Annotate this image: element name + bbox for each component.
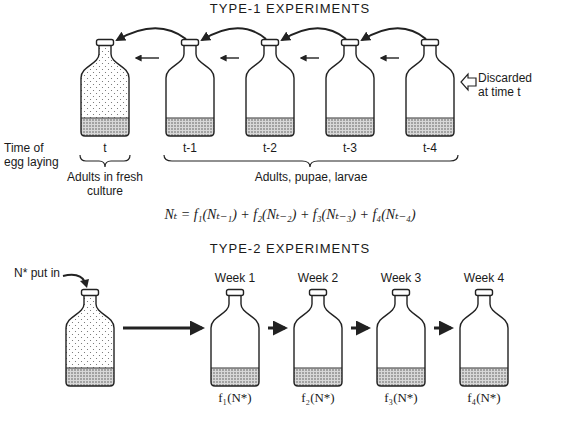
transfer-arrow [434, 328, 451, 329]
culture-bottle [207, 288, 263, 388]
bottle-label: t-4 [423, 141, 437, 155]
bottle-label: f₂(N*) [301, 391, 334, 405]
bottle-label: t-2 [263, 141, 277, 155]
transfer-arrow [351, 328, 368, 329]
bottle-label: N* put in [14, 266, 60, 280]
bottle-label: Week 2 [298, 271, 338, 285]
transfer-arrow [362, 28, 426, 58]
bottle-label: t [103, 141, 106, 155]
note: Discarded at time t [478, 71, 544, 99]
culture-bottle [373, 288, 429, 388]
input-arrowhead [80, 279, 89, 288]
transfer-arrow [123, 328, 202, 329]
note: Time of egg laying [4, 141, 64, 169]
culture-bottle [77, 38, 133, 138]
culture-bottle [290, 288, 346, 388]
culture-bottle [62, 288, 118, 388]
bottle-label: t-1 [183, 141, 197, 155]
culture-bottle-node: t [77, 38, 133, 138]
culture-bottle [402, 38, 458, 138]
section-title: TYPE-1 EXPERIMENTS [160, 2, 420, 16]
culture-bottle-node: Week 4f₄(N*) [456, 288, 512, 388]
culture-bottle [456, 288, 512, 388]
culture-bottle-node: t-1 [162, 38, 218, 138]
brace-label: Adults in fresh culture [58, 170, 152, 198]
bottle-label: Week 1 [215, 271, 255, 285]
culture-bottle-node: Week 1f₁(N*) [207, 288, 263, 388]
culture-bottle-node: N* put in [62, 288, 118, 388]
culture-bottle-node: t-2 [242, 38, 298, 138]
culture-bottle [242, 38, 298, 138]
bottle-label: t-3 [343, 141, 357, 155]
culture-bottle-node: Week 3f₃(N*) [373, 288, 429, 388]
culture-bottle [162, 38, 218, 138]
brace [164, 155, 458, 167]
brace [80, 155, 130, 167]
section-title: TYPE-2 EXPERIMENTS [160, 242, 420, 256]
culture-bottle-node: t-4 [402, 38, 458, 138]
transfer-arrow [202, 28, 266, 58]
culture-bottle-node: t-3 [322, 38, 378, 138]
bottle-label: Week 4 [464, 271, 504, 285]
transfer-arrow [268, 328, 285, 329]
transfer-arrow [117, 28, 186, 58]
brace-label: Adults, pupae, larvae [201, 170, 421, 184]
bottle-label: f₄(N*) [467, 391, 500, 405]
transfer-arrow [282, 28, 346, 58]
bottle-label: f₁(N*) [218, 391, 251, 405]
equation: Nₜ = f₁(Nₜ₋₁) + f₂(Nₜ₋₂) + f₃(Nₜ₋₃) + f₄… [90, 208, 490, 222]
culture-bottle [322, 38, 378, 138]
bottle-label: Week 3 [381, 271, 421, 285]
discard-arrow [461, 74, 476, 90]
bottle-label: f₃(N*) [384, 391, 417, 405]
culture-bottle-node: Week 2f₂(N*) [290, 288, 346, 388]
